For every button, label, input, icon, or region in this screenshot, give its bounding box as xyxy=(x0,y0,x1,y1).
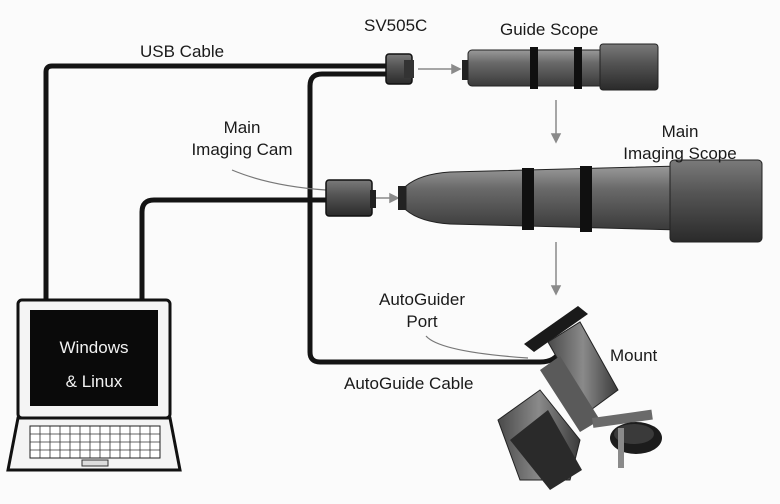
arrow-cam-to-guide-scope xyxy=(418,63,462,75)
arrow-cam-to-main-scope xyxy=(376,192,400,204)
arrow-main-to-mount xyxy=(550,242,562,296)
guide-scope xyxy=(462,43,659,91)
main-imaging-scope xyxy=(398,159,763,243)
autoguider-label-line2: Port xyxy=(406,312,438,331)
laptop-screen-line1: Windows xyxy=(59,338,129,357)
usb-cable-label: USB Cable xyxy=(140,42,225,61)
main-scope-label-line1: Main xyxy=(661,122,699,141)
arrow-guide-to-main xyxy=(550,100,562,144)
usb-cable xyxy=(43,63,392,305)
main-cam-label-line2: Imaging Cam xyxy=(191,140,293,159)
autoguider-label-line1: AutoGuider xyxy=(379,290,465,309)
laptop-screen-line2: & Linux xyxy=(65,372,123,391)
main-cam-cable xyxy=(139,197,330,305)
sv505c-label: SV505C xyxy=(364,16,428,35)
sv505c-camera xyxy=(385,53,414,85)
laptop xyxy=(6,298,182,472)
guide-scope-label: Guide Scope xyxy=(500,20,599,39)
main-scope-label-line2: Imaging Scope xyxy=(623,144,737,163)
laptop-screen xyxy=(30,310,158,406)
main-imaging-cam xyxy=(325,179,376,217)
mount-label: Mount xyxy=(610,346,658,365)
main-cam-leader xyxy=(231,169,327,191)
autoguide-cable xyxy=(307,71,540,365)
autoguide-cable-label: AutoGuide Cable xyxy=(344,374,474,393)
autoguider-leader xyxy=(425,335,529,359)
main-cam-label-line1: Main xyxy=(223,118,261,137)
mount xyxy=(497,306,662,490)
